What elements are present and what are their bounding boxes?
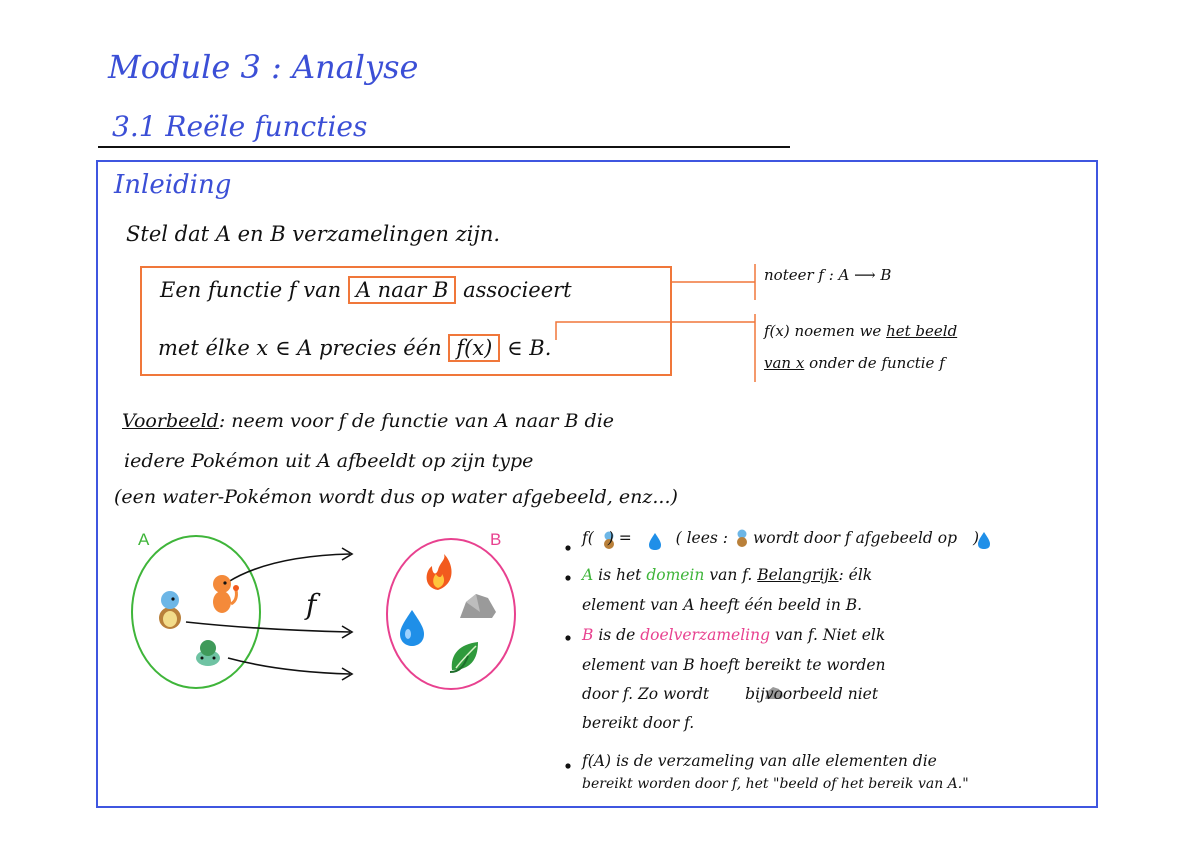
bullet-4-line-2: bereikt worden door f, het "beeld of het…: [582, 776, 969, 792]
bullet-text: door f. Zo wordt: [582, 685, 710, 703]
bullet-text: f(: [582, 529, 594, 547]
bullet-dot: [565, 763, 571, 769]
codomain-set-ref: B: [582, 626, 594, 644]
fire-icon: [426, 554, 452, 590]
bullet-text: : élk: [838, 566, 873, 584]
intro-heading: Inleiding: [114, 170, 232, 200]
image-note-term: van x: [764, 354, 805, 372]
bullet-3-line-2: element van B hoeft bereikt te worden: [582, 656, 886, 674]
image-highlight: f(x): [448, 334, 501, 362]
bullet-dot: [565, 635, 571, 641]
example-line-1: Voorbeeld: neem voor f de functie van A …: [122, 410, 614, 432]
bullet-text: wordt door f afgebeeld op: [752, 529, 958, 547]
definition-line-2: met élke x ∈ A precies één f(x) ∈ B.: [158, 334, 552, 362]
bullet-3-line-1: B is de doelverzameling van f. Niet elk: [582, 626, 885, 644]
bullet-1: f( ) = ( lees : wordt door f afgebeeld op…: [582, 529, 979, 547]
set-a-ellipse: [131, 535, 261, 689]
bullet-text: bijvoorbeeld niet: [745, 685, 879, 703]
domain-term: domein: [646, 566, 705, 584]
image-note-line-2: van x onder de functie f: [764, 354, 945, 372]
image-note-line-1: f(x) noemen we het beeld: [764, 322, 957, 340]
definition-text: ∈ B.: [507, 336, 552, 360]
squirtle-icon: [737, 529, 747, 547]
water-drop-icon: [978, 532, 990, 549]
example-text: : neem voor f de functie van A naar B di…: [218, 410, 615, 432]
definition-text: met élke x ∈ A precies één: [158, 336, 442, 360]
intro-frame: [96, 160, 1098, 808]
bullet-2-line-1: A is het domein van f. Belangrijk: élk: [582, 566, 872, 584]
notation-note: noteer f : A ⟶ B: [764, 266, 892, 284]
arrow-head: [341, 667, 354, 681]
important-label: Belangrijk: [757, 566, 839, 584]
definition-box: [140, 266, 672, 376]
set-b-label: B: [490, 530, 502, 549]
water-drop-icon: [400, 610, 424, 646]
bullet-text: is de: [598, 626, 636, 644]
charmander-icon: [213, 575, 239, 613]
bullet-text: is het: [598, 566, 642, 584]
squirtle-icon: [159, 591, 181, 629]
image-note-term: het beeld: [886, 322, 958, 340]
arrow-head: [341, 547, 354, 561]
domain-codomain-highlight: A naar B: [347, 276, 457, 304]
arrow-head: [341, 625, 354, 639]
intro-sentence: Stel dat A en B verzamelingen zijn.: [126, 222, 501, 246]
bullet-dot: [565, 545, 571, 551]
leaf-icon: [449, 642, 478, 673]
definition-line-1: Een functie f van A naar B associeert: [160, 276, 572, 304]
bullet-text: van f.: [709, 566, 753, 584]
arrow-bulbasaur-grass: [227, 657, 351, 675]
bullet-text: ( lees :: [675, 529, 729, 547]
set-b-ellipse: [386, 538, 516, 690]
arrow-squirtle-water: [185, 621, 351, 633]
example-line-3: (een water-Pokémon wordt dus op water af…: [114, 486, 678, 508]
image-connector: [555, 321, 755, 340]
arrow-charmander-fire: [227, 553, 351, 583]
squirtle-icon: [604, 531, 614, 549]
bullet-text: van f. Niet elk: [774, 626, 886, 644]
example-label: Voorbeeld: [122, 410, 219, 432]
codomain-term: doelverzameling: [640, 626, 771, 644]
bullet-3-line-3: door f. Zo wordt bijvoorbeeld niet: [582, 685, 878, 703]
example-line-2: iedere Pokémon uit A afbeeldt op zijn ty…: [124, 450, 534, 472]
rock-icon: [460, 594, 496, 618]
section-divider: [98, 146, 790, 148]
definition-text: associeert: [463, 278, 572, 302]
domain-set-ref: A: [582, 566, 594, 584]
bullet-2-line-2: element van A heeft één beeld in B.: [582, 596, 863, 614]
module-title: Module 3 : Analyse: [108, 48, 419, 86]
bulbasaur-icon: [196, 640, 220, 666]
bullet-4-line-1: f(A) is de verzameling van alle elemente…: [582, 752, 937, 770]
definition-text: Een functie f van: [160, 278, 342, 302]
image-note-text: onder de functie f: [809, 354, 945, 372]
rock-icon: [765, 687, 783, 699]
function-label: f: [306, 588, 317, 621]
bullet-text: ): [973, 529, 980, 547]
image-note-text: f(x) noemen we: [764, 322, 882, 340]
section-title: 3.1 Reële functies: [112, 110, 368, 143]
bullet-dot: [565, 575, 571, 581]
bullet-text: ) =: [607, 529, 637, 547]
set-a-label: A: [138, 530, 150, 549]
water-drop-icon: [649, 533, 661, 550]
bullet-3-line-4: bereikt door f.: [582, 714, 695, 732]
